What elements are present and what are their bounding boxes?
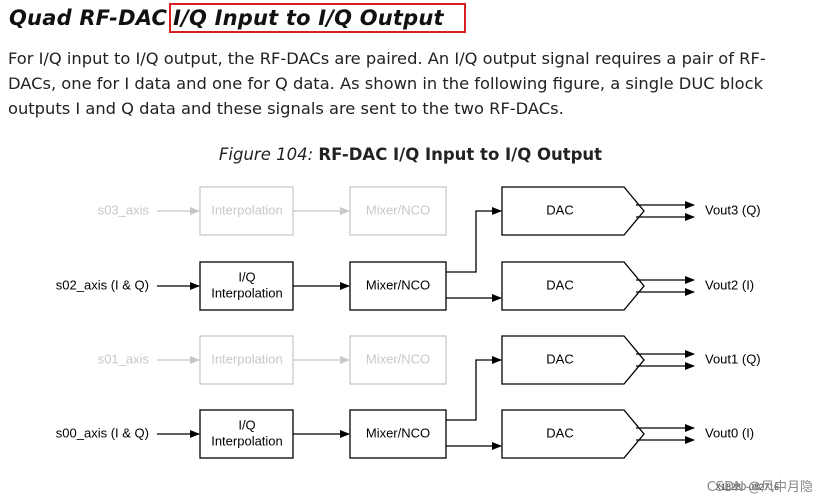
mixer-nco-block	[349, 261, 447, 311]
paragraph-line: DACs, one for I data and one for Q data.…	[8, 74, 764, 93]
mixer-nco-block	[349, 409, 447, 459]
mixer-nco-label: Mixer/NCO	[366, 202, 430, 217]
heading-prefix: Quad RF-DAC	[9, 6, 168, 30]
body-paragraph: For I/Q input to I/Q output, the RF-DACs…	[8, 46, 808, 121]
csdn-watermark: CSDN @风中月隐	[706, 480, 813, 495]
dac-label: DAC	[546, 277, 573, 292]
input-label: s03_axis	[98, 202, 150, 217]
input-label: s01_axis	[98, 351, 150, 366]
figure-number: Figure 104:	[218, 145, 314, 164]
interpolation-block	[199, 261, 294, 311]
dac-block-group: DAC Vout1 (Q)	[501, 335, 761, 385]
figure-doc-id: X18280-082716	[715, 482, 780, 492]
output-label: Vout3 (Q)	[705, 202, 761, 217]
output-label: Vout2 (I)	[705, 277, 754, 292]
interpolation-label: Interpolation	[211, 433, 283, 448]
input-label: s02_axis (I & Q)	[56, 277, 149, 292]
mixer-nco-label: Mixer/NCO	[366, 351, 430, 366]
dac-block-group: DAC Vout3 (Q)	[501, 186, 761, 236]
paragraph-line: For I/Q input to I/Q output, the RF-DACs…	[8, 49, 766, 68]
paragraph-line: outputs I and Q data and these signals a…	[8, 99, 564, 118]
dac-block	[501, 335, 645, 385]
dac-block-group: DAC Vout2 (I)	[501, 261, 754, 311]
signal-chain-row: s01_axis Interpolation Mixer/NCO	[98, 335, 447, 385]
dac-label: DAC	[546, 202, 573, 217]
figure-caption: Figure 104: RF-DAC I/Q Input to I/Q Outp…	[0, 145, 821, 164]
interpolation-label: I/Q	[238, 417, 255, 432]
input-label: s00_axis (I & Q)	[56, 425, 149, 440]
interpolation-label: Interpolation	[211, 351, 283, 366]
dac-blocks: DAC Vout3 (Q) DAC Vout2 (I) DAC Vout1 (Q) DAC V…	[501, 186, 761, 459]
interpolation-label: Interpolation	[211, 202, 283, 217]
interpolation-label: I/Q	[238, 269, 255, 284]
q-path-arrow	[446, 207, 502, 273]
mixer-nco-label: Mixer/NCO	[366, 425, 430, 440]
q-path-arrow	[446, 356, 502, 421]
dac-label: DAC	[546, 425, 573, 440]
mixer-nco-label: Mixer/NCO	[366, 277, 430, 292]
dac-block	[501, 409, 645, 459]
output-label: Vout0 (I)	[705, 425, 754, 440]
interpolation-block	[199, 335, 294, 385]
figure-title: RF-DAC I/Q Input to I/Q Output	[318, 145, 603, 164]
signal-chain-row: s03_axis Interpolation Mixer/NCO	[98, 186, 447, 236]
interpolation-label: Interpolation	[211, 285, 283, 300]
mixer-nco-block	[349, 186, 447, 236]
dac-block	[501, 261, 645, 311]
heading-highlight-box: I/Q Input to I/Q Output	[169, 3, 466, 33]
dac-label: DAC	[546, 351, 573, 366]
output-label: Vout1 (Q)	[705, 351, 761, 366]
mixer-nco-block	[349, 335, 447, 385]
dac-block-group: DAC Vout0 (I)	[501, 409, 754, 459]
dac-block	[501, 186, 645, 236]
